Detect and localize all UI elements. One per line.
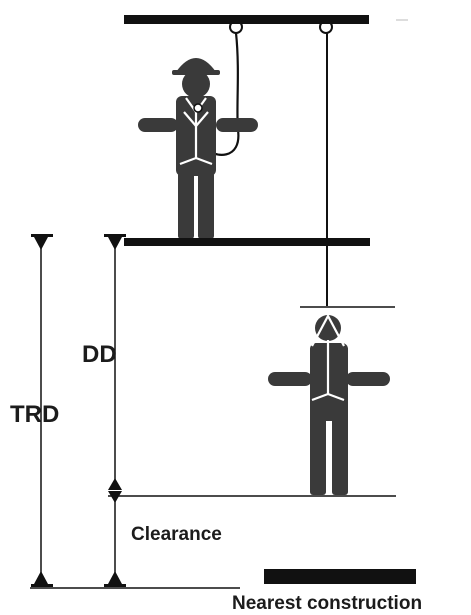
anchor-beam <box>124 15 369 24</box>
suspended-harness-straps <box>311 313 345 402</box>
trd-label: TRD <box>10 401 60 428</box>
nearest-construction-label: Nearest construction <box>232 593 423 614</box>
nearest-construction-block <box>264 569 416 584</box>
dd-label: DD <box>82 341 117 368</box>
d-ring <box>193 103 203 113</box>
standing-worker-icon <box>138 58 258 239</box>
working-platform <box>124 238 370 246</box>
clearance-dimension-arrow <box>104 491 126 587</box>
trd-dimension-arrow <box>31 234 53 587</box>
suspended-worker-icon <box>268 315 390 495</box>
clearance-label: Clearance <box>131 524 222 545</box>
dd-dimension-arrow <box>104 234 126 490</box>
